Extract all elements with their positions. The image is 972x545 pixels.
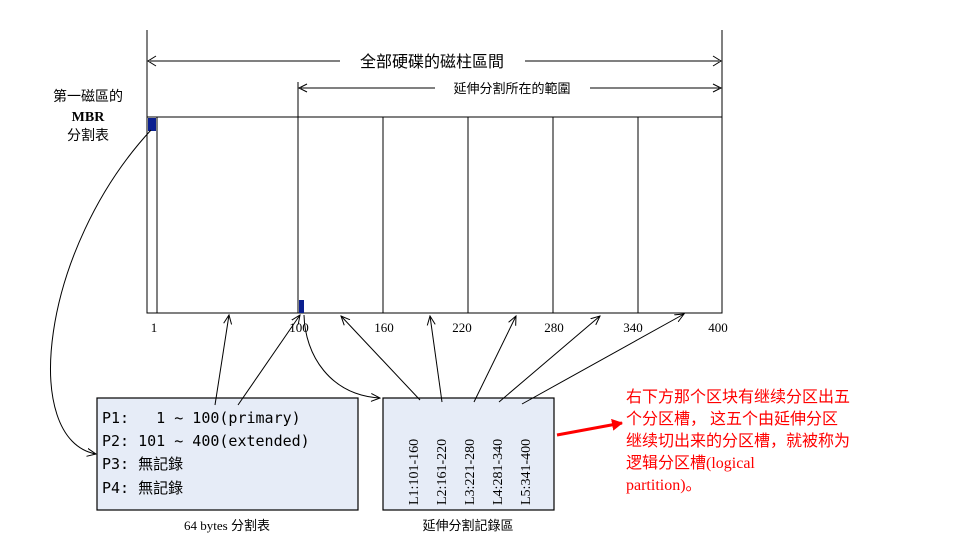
annotation-line: 逻辑分区槽(logical (626, 454, 755, 472)
connector-arrows (50, 129, 684, 454)
l3-arrow (473, 316, 516, 403)
tick-label: 220 (452, 320, 472, 335)
partition-row: P2: 101 ~ 400(extended) (102, 432, 310, 450)
annotation: 右下方那个区块有继续分区出五 个分区槽， 这五个由延伸分区 继续切出来的分区槽，… (626, 388, 850, 494)
callout-arrow (556, 418, 623, 437)
extended-range: 延伸分割所在的範圍 (297, 81, 723, 118)
mbr-to-table-arrow (50, 129, 152, 454)
tick-label: 1 (151, 320, 158, 335)
partition-row: P1: 1 ~ 100(primary) (102, 409, 301, 427)
logical-row: L5:341-400 (519, 439, 534, 505)
l1-arrow (341, 316, 421, 401)
extended-range-label: 延伸分割所在的範圍 (453, 81, 570, 96)
tick-label: 400 (708, 320, 728, 335)
logical-row: L3:221-280 (463, 439, 478, 505)
annotation-line: 继续切出来的分区槽，就被称为 (626, 432, 850, 450)
mbr-marker (148, 118, 156, 131)
tick-label: 160 (374, 320, 394, 335)
partition-table-caption: 64 bytes 分割表 (184, 518, 270, 533)
disk-bar (146, 116, 723, 314)
mbr-label-line3: 分割表 (67, 127, 109, 144)
mbr-label-line1: 第一磁區的 (53, 88, 123, 105)
tick-label: 280 (544, 320, 564, 335)
extended-table: L1:101-160 L2:161-220 L3:221-280 L4:281-… (382, 397, 555, 533)
partition-row: P3: 無記錄 (102, 455, 183, 473)
l4-arrow (498, 316, 600, 403)
whole-disk-label: 全部硬碟的磁柱區間 (360, 53, 504, 71)
logical-row: L4:281-340 (491, 439, 506, 505)
whole-disk-range: 全部硬碟的磁柱區間 (146, 30, 723, 118)
p2-arrow (237, 315, 300, 406)
mbr-label: 第一磁區的 MBR 分割表 (53, 88, 123, 144)
annotation-line: 右下方那个区块有继续分区出五 (626, 388, 850, 406)
extended-table-caption: 延伸分割記錄區 (422, 518, 513, 533)
annotation-line: 个分区槽， 这五个由延伸分区 (626, 410, 838, 428)
logical-row: L2:161-220 (435, 439, 450, 505)
tick-labels: 1 100 160 220 280 340 400 (151, 320, 728, 335)
extended-record-marker (299, 300, 304, 313)
extended-to-record-arrow (303, 314, 380, 398)
logical-row: L1:101-160 (407, 439, 422, 505)
mbr-label-line2: MBR (72, 110, 106, 125)
partition-table: P1: 1 ~ 100(primary) P2: 101 ~ 400(exten… (96, 397, 359, 533)
tick-label: 340 (623, 320, 643, 335)
l2-arrow (430, 316, 443, 403)
l5-arrow (521, 314, 684, 405)
annotation-line: partition)。 (626, 477, 702, 494)
p1-arrow (214, 315, 229, 406)
partition-row: P4: 無記錄 (102, 479, 183, 497)
